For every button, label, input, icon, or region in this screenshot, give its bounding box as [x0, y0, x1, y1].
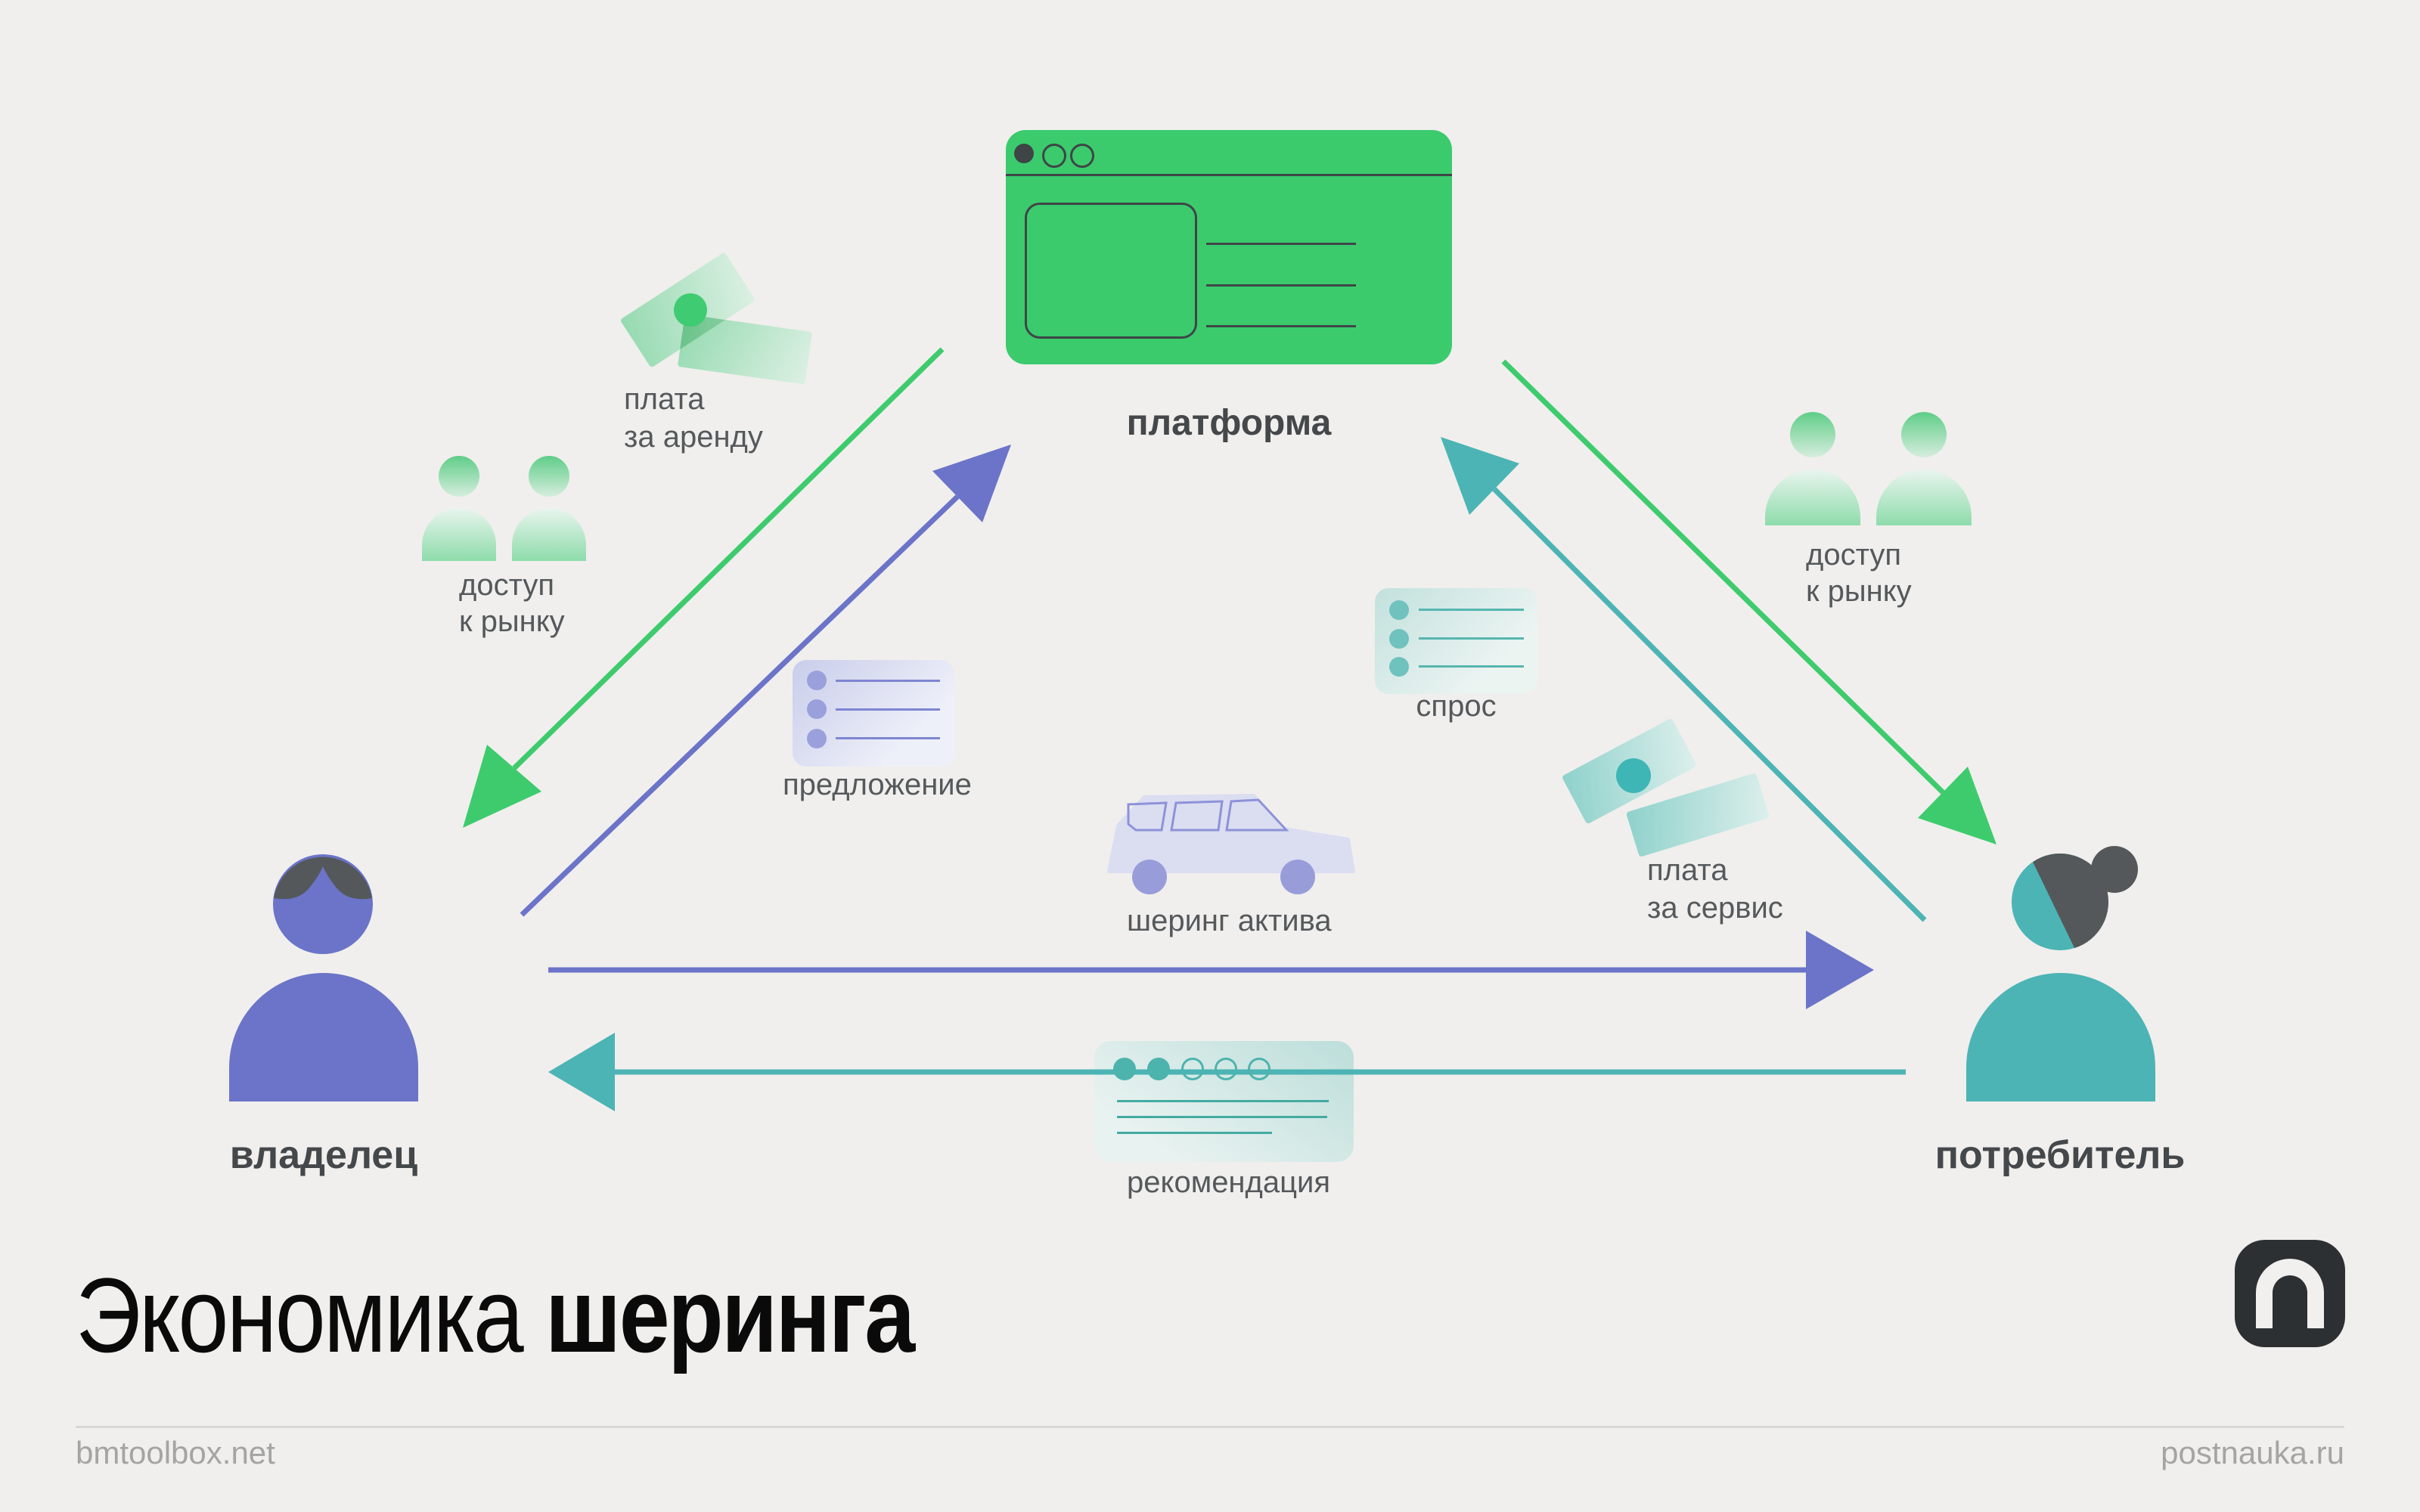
consumer-label: потребитель: [1934, 1133, 2186, 1177]
list-line: [1117, 1132, 1272, 1134]
market-access-right-line1: доступ: [1806, 538, 1902, 572]
owner-body-icon: [229, 973, 418, 1101]
title-regular: Экономика: [76, 1256, 524, 1374]
bullet-icon: [807, 699, 827, 719]
arrow-owner-to-consumer: [548, 931, 1874, 1009]
demand-list-icon: [1375, 588, 1537, 694]
window-dot-icon: [1042, 144, 1066, 168]
list-line: [836, 737, 940, 739]
list-line: [1117, 1116, 1327, 1118]
rent-payment-line1: плата: [624, 383, 705, 416]
rating-dot-icon: [1181, 1058, 1204, 1080]
window-text-line: [1206, 284, 1356, 287]
page-title: Экономика шеринга: [76, 1256, 915, 1374]
bullet-icon: [1389, 657, 1409, 677]
window-dot-icon: [1014, 144, 1034, 163]
market-access-left-line2: к рынку: [459, 605, 565, 638]
footer-left-url: bmtoolbox.net: [76, 1435, 275, 1470]
recommendation-label: рекомендация: [1127, 1166, 1331, 1199]
bullet-icon: [807, 729, 827, 748]
owner-person-icon: [273, 854, 373, 954]
owner-label: владелец: [229, 1133, 418, 1177]
rent-payment-line2: за аренду: [624, 420, 763, 454]
arrow-owner-to-platform: [520, 445, 1011, 917]
list-line: [836, 680, 940, 682]
service-payment-label: плата за сервис: [1647, 851, 1783, 927]
car-icon: [1107, 794, 1355, 894]
arrow-platform-to-consumer: [1501, 359, 1996, 844]
bullet-icon: [1389, 629, 1409, 649]
supply-label: предложение: [783, 768, 972, 801]
service-payment-line1: плата: [1647, 854, 1728, 887]
bullet-icon: [807, 671, 827, 690]
demand-label: спрос: [1416, 689, 1497, 723]
window-text-line: [1206, 243, 1356, 245]
bullet-icon: [1389, 600, 1409, 620]
rating-dot-icon: [1215, 1058, 1237, 1080]
rent-payment-label: плата за аренду: [624, 380, 763, 456]
arrow-consumer-to-platform: [1441, 437, 1927, 922]
window-text-line: [1206, 325, 1356, 327]
list-line: [1419, 609, 1524, 611]
consumer-body-icon: [1966, 973, 2155, 1101]
list-line: [1419, 665, 1524, 668]
market-access-left-label: доступ к рынку: [459, 567, 565, 640]
asset-sharing-label: шеринг актива: [1127, 904, 1332, 937]
browser-window-icon: [1006, 130, 1452, 364]
footer-divider: [76, 1426, 2344, 1428]
service-payment-line2: за сервис: [1647, 891, 1783, 925]
rating-dot-icon: [1248, 1058, 1270, 1080]
list-line: [1117, 1100, 1329, 1102]
footer-right-url: postnauka.ru: [2161, 1435, 2344, 1470]
arrow-platform-to-owner: [463, 347, 945, 828]
market-access-right-line2: к рынку: [1806, 575, 1912, 608]
market-access-right-label: доступ к рынку: [1806, 537, 1912, 609]
postnauka-logo: [2235, 1240, 2345, 1347]
coin-icon: [674, 293, 707, 327]
rating-dot-icon: [1147, 1058, 1170, 1080]
window-dot-icon: [1070, 144, 1094, 168]
market-access-left-line1: доступ: [459, 569, 555, 602]
supply-list-icon: [793, 660, 954, 767]
platform-label: платформа: [1126, 403, 1332, 443]
list-line: [1419, 637, 1524, 640]
rating-dot-icon: [1113, 1058, 1136, 1080]
window-content-frame: [1025, 203, 1197, 339]
logo-n-arch-inner: [2273, 1275, 2307, 1328]
consumer-person-icon: [2012, 846, 2138, 950]
list-line: [836, 708, 940, 711]
title-bold: шеринга: [544, 1256, 915, 1374]
window-separator: [1006, 174, 1452, 176]
coin-icon: [1616, 758, 1651, 793]
